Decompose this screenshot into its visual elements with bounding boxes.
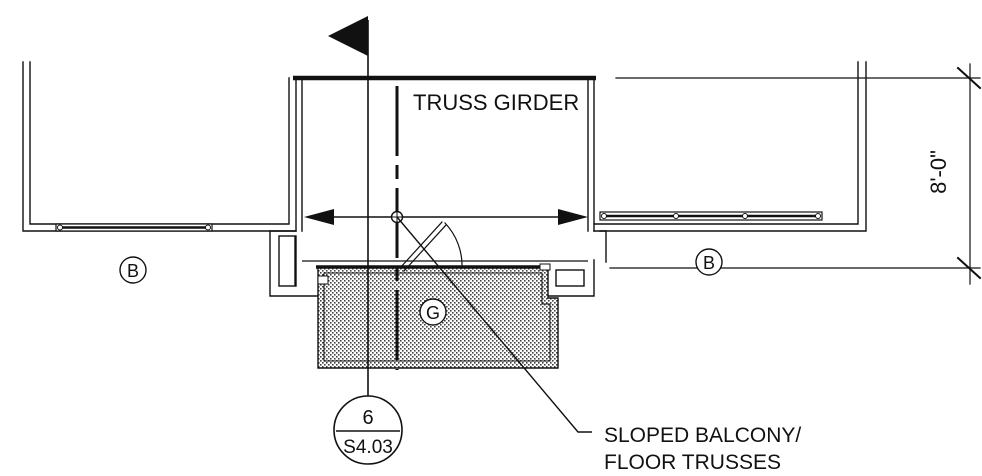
lower-notch-right — [547, 230, 607, 297]
tag-right-text: B — [703, 253, 715, 273]
left-unit-walls — [22, 61, 297, 232]
tag-left-text: B — [127, 261, 139, 281]
dimension-lines — [609, 63, 982, 285]
dimension-text: 8'-0" — [926, 150, 951, 194]
section-cut — [328, 16, 369, 396]
center-bay-walls — [301, 77, 595, 232]
note-leader — [396, 216, 592, 433]
lower-notch-left — [269, 230, 319, 297]
tag-center-text: G — [426, 303, 440, 323]
note-line-1: SLOPED BALCONY/ — [604, 424, 801, 447]
span-arrow — [304, 209, 588, 225]
left-window — [55, 223, 213, 232]
truss-girder-label: TRUSS GIRDER — [413, 90, 579, 115]
tag-right: B — [695, 248, 723, 276]
tag-center: G — [419, 298, 447, 326]
right-unit-walls — [593, 61, 867, 232]
tag-left: B — [119, 256, 147, 284]
section-sheet: S4.03 — [343, 437, 393, 458]
door-swing — [399, 221, 463, 272]
right-window — [599, 211, 823, 221]
section-number: 6 — [362, 407, 373, 429]
section-bubble: 6 S4.03 — [333, 395, 403, 465]
note-line-2: FLOOR TRUSSES — [604, 451, 781, 474]
